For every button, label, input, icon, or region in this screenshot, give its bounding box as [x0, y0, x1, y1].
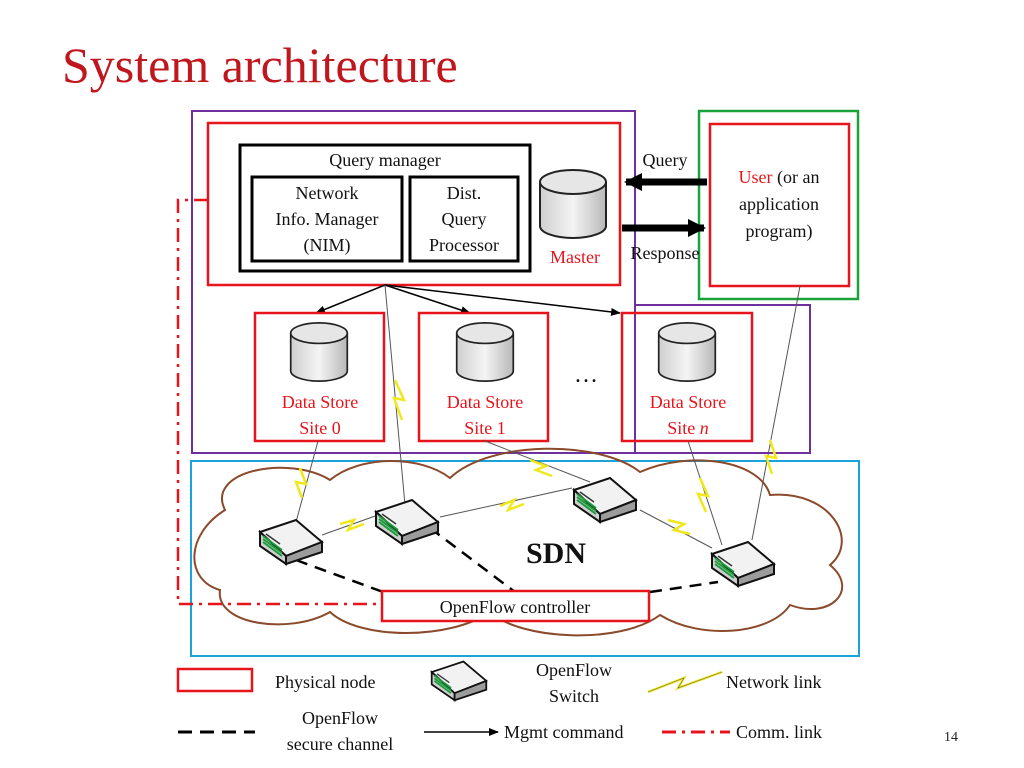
data-store-1-line1: Data Store [447, 392, 523, 412]
user-label-line2: application [739, 194, 819, 214]
comm-link [176, 198, 382, 606]
legend-physical-node-swatch [176, 667, 254, 693]
mgmt-arrow-site-0 [315, 284, 386, 314]
legend-comm-link-label: Comm. link [736, 722, 822, 742]
openflow-switch-2 [375, 499, 439, 545]
data-store-n-line1: Data Store [650, 392, 726, 412]
data-store-n-site: Site [667, 418, 700, 438]
master-node [206, 121, 622, 287]
mgmt-arrow-site-n [384, 284, 621, 316]
nim-box [250, 175, 404, 263]
legend-secure-channel-line2: secure channel [287, 734, 393, 754]
query-arrow-label: Query [643, 150, 688, 170]
wire-siten-switch4 [687, 440, 723, 546]
network-link-bolt [764, 439, 778, 475]
legend-openflow-switch-line2: Switch [549, 686, 599, 706]
master-region [191, 110, 636, 454]
user-region [697, 109, 860, 301]
secure-channel-line [429, 527, 516, 593]
master-region-extension [635, 304, 811, 454]
legend-network-link-outline [647, 671, 723, 693]
user-label-line1: User (or an [739, 167, 820, 188]
legend-openflow-switch-icon [430, 660, 488, 702]
wire-user-switch4 [751, 285, 801, 541]
master-label: Master [550, 247, 600, 267]
dqp-label-line1: Dist. [447, 183, 482, 203]
query-manager-title: Query manager [329, 150, 440, 170]
openflow-controller-label: OpenFlow controller [440, 597, 590, 617]
wire-site0-switch [295, 440, 319, 523]
user-node [708, 122, 851, 288]
master-database-icon [539, 169, 607, 239]
dqp-label-line3: Processor [429, 235, 499, 255]
legend-network-link-label: Network link [726, 672, 821, 692]
legend-network-link-icon [647, 670, 723, 694]
network-link-bolt [499, 497, 525, 513]
openflow-switch-3 [573, 477, 637, 523]
nim-label-line1: Network [296, 183, 359, 203]
openflow-controller [380, 589, 651, 623]
slide-title: System architecture [62, 37, 458, 93]
network-link-bolt [339, 517, 365, 533]
nim-label-line2: Info. Manager [276, 209, 379, 229]
legend-mgmt-command-label: Mgmt command [504, 722, 624, 742]
network-link-bolt [695, 477, 711, 513]
mgmt-arrow-site-1 [384, 284, 471, 314]
data-store-0-icon [289, 321, 349, 383]
query-manager-box [238, 143, 532, 273]
sdn-region [190, 460, 860, 657]
data-store-1-icon [455, 321, 515, 383]
data-store-site-0 [253, 311, 386, 443]
dqp-label-line2: Query [442, 209, 487, 229]
sdn-cloud [193, 447, 844, 637]
openflow-switch-1 [259, 519, 323, 565]
data-store-0-line1: Data Store [282, 392, 358, 412]
network-link-bolt [294, 467, 308, 499]
data-store-1-line2: Site 1 [464, 418, 506, 438]
nim-label-line3: (NIM) [304, 235, 351, 256]
data-store-n-icon [657, 321, 717, 383]
page-number: 14 [944, 730, 958, 745]
network-link-bolt [529, 458, 553, 478]
legend-secure-channel-line1: OpenFlow [302, 708, 378, 728]
legend: Physical node OpenFlow Switch Network li… [176, 660, 822, 754]
sdn-label: SDN [526, 537, 586, 570]
data-store-site-1 [417, 311, 550, 443]
data-store-ellipsis: … [574, 362, 598, 388]
legend-openflow-switch-line1: OpenFlow [536, 660, 612, 680]
network-link-bolt [667, 518, 691, 536]
secure-channel-line [649, 580, 719, 594]
data-store-site-n [620, 311, 754, 443]
dqp-box [408, 175, 520, 263]
data-store-0-line2: Site 0 [299, 418, 341, 438]
user-label-rest: (or an [773, 167, 820, 188]
user-label-line3: program) [746, 221, 813, 242]
openflow-switch-4 [711, 541, 775, 587]
data-store-n-line2: Site n [667, 418, 709, 438]
legend-physical-node-label: Physical node [275, 672, 376, 692]
user-label-red: User [739, 167, 773, 187]
secure-channel-line [295, 558, 384, 594]
data-store-n-italic: n [700, 418, 709, 438]
wire-master-switch2 [384, 284, 406, 506]
response-arrow-label: Response [631, 243, 700, 263]
network-link-bolt [392, 379, 407, 421]
